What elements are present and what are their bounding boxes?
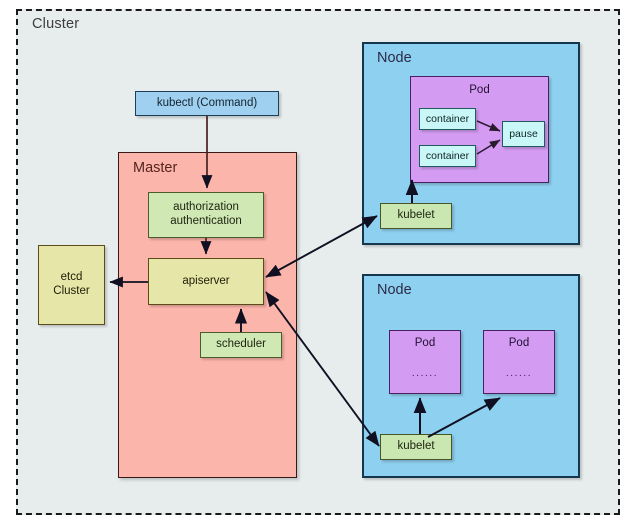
master-label: Master xyxy=(133,160,178,176)
kubelet-bottom: kubelet xyxy=(380,434,452,460)
kubectl-command-box: kubectl (Command) xyxy=(135,91,279,116)
node-top-label: Node xyxy=(377,50,412,66)
auth-line-1: authorization xyxy=(173,201,239,214)
node-bottom-label: Node xyxy=(377,282,412,298)
pod-bottom-2 xyxy=(483,330,555,394)
etcd-line-2: Cluster xyxy=(53,285,90,297)
container-a: container xyxy=(419,108,476,130)
pod-bottom-2-label: Pod xyxy=(508,337,530,349)
pod-bottom-2-dots: ...... xyxy=(505,368,533,379)
pod-top-label: Pod xyxy=(469,84,490,96)
pod-bottom-1-label: Pod xyxy=(414,337,436,349)
authorization-authentication-box: authorization authentication xyxy=(148,192,264,238)
cluster-label: Cluster xyxy=(32,16,80,32)
kubelet-top: kubelet xyxy=(380,203,452,229)
apiserver-box: apiserver xyxy=(148,258,264,305)
pod-bottom-1-dots: ...... xyxy=(411,368,439,379)
pause-container: pause xyxy=(502,121,545,147)
auth-line-2: authentication xyxy=(170,215,242,227)
pod-bottom-1 xyxy=(389,330,461,394)
etcd-cluster-box: etcd Cluster xyxy=(38,245,105,325)
container-b: container xyxy=(419,145,476,167)
etcd-line-1: etcd xyxy=(60,271,83,284)
scheduler-box: scheduler xyxy=(200,332,282,358)
